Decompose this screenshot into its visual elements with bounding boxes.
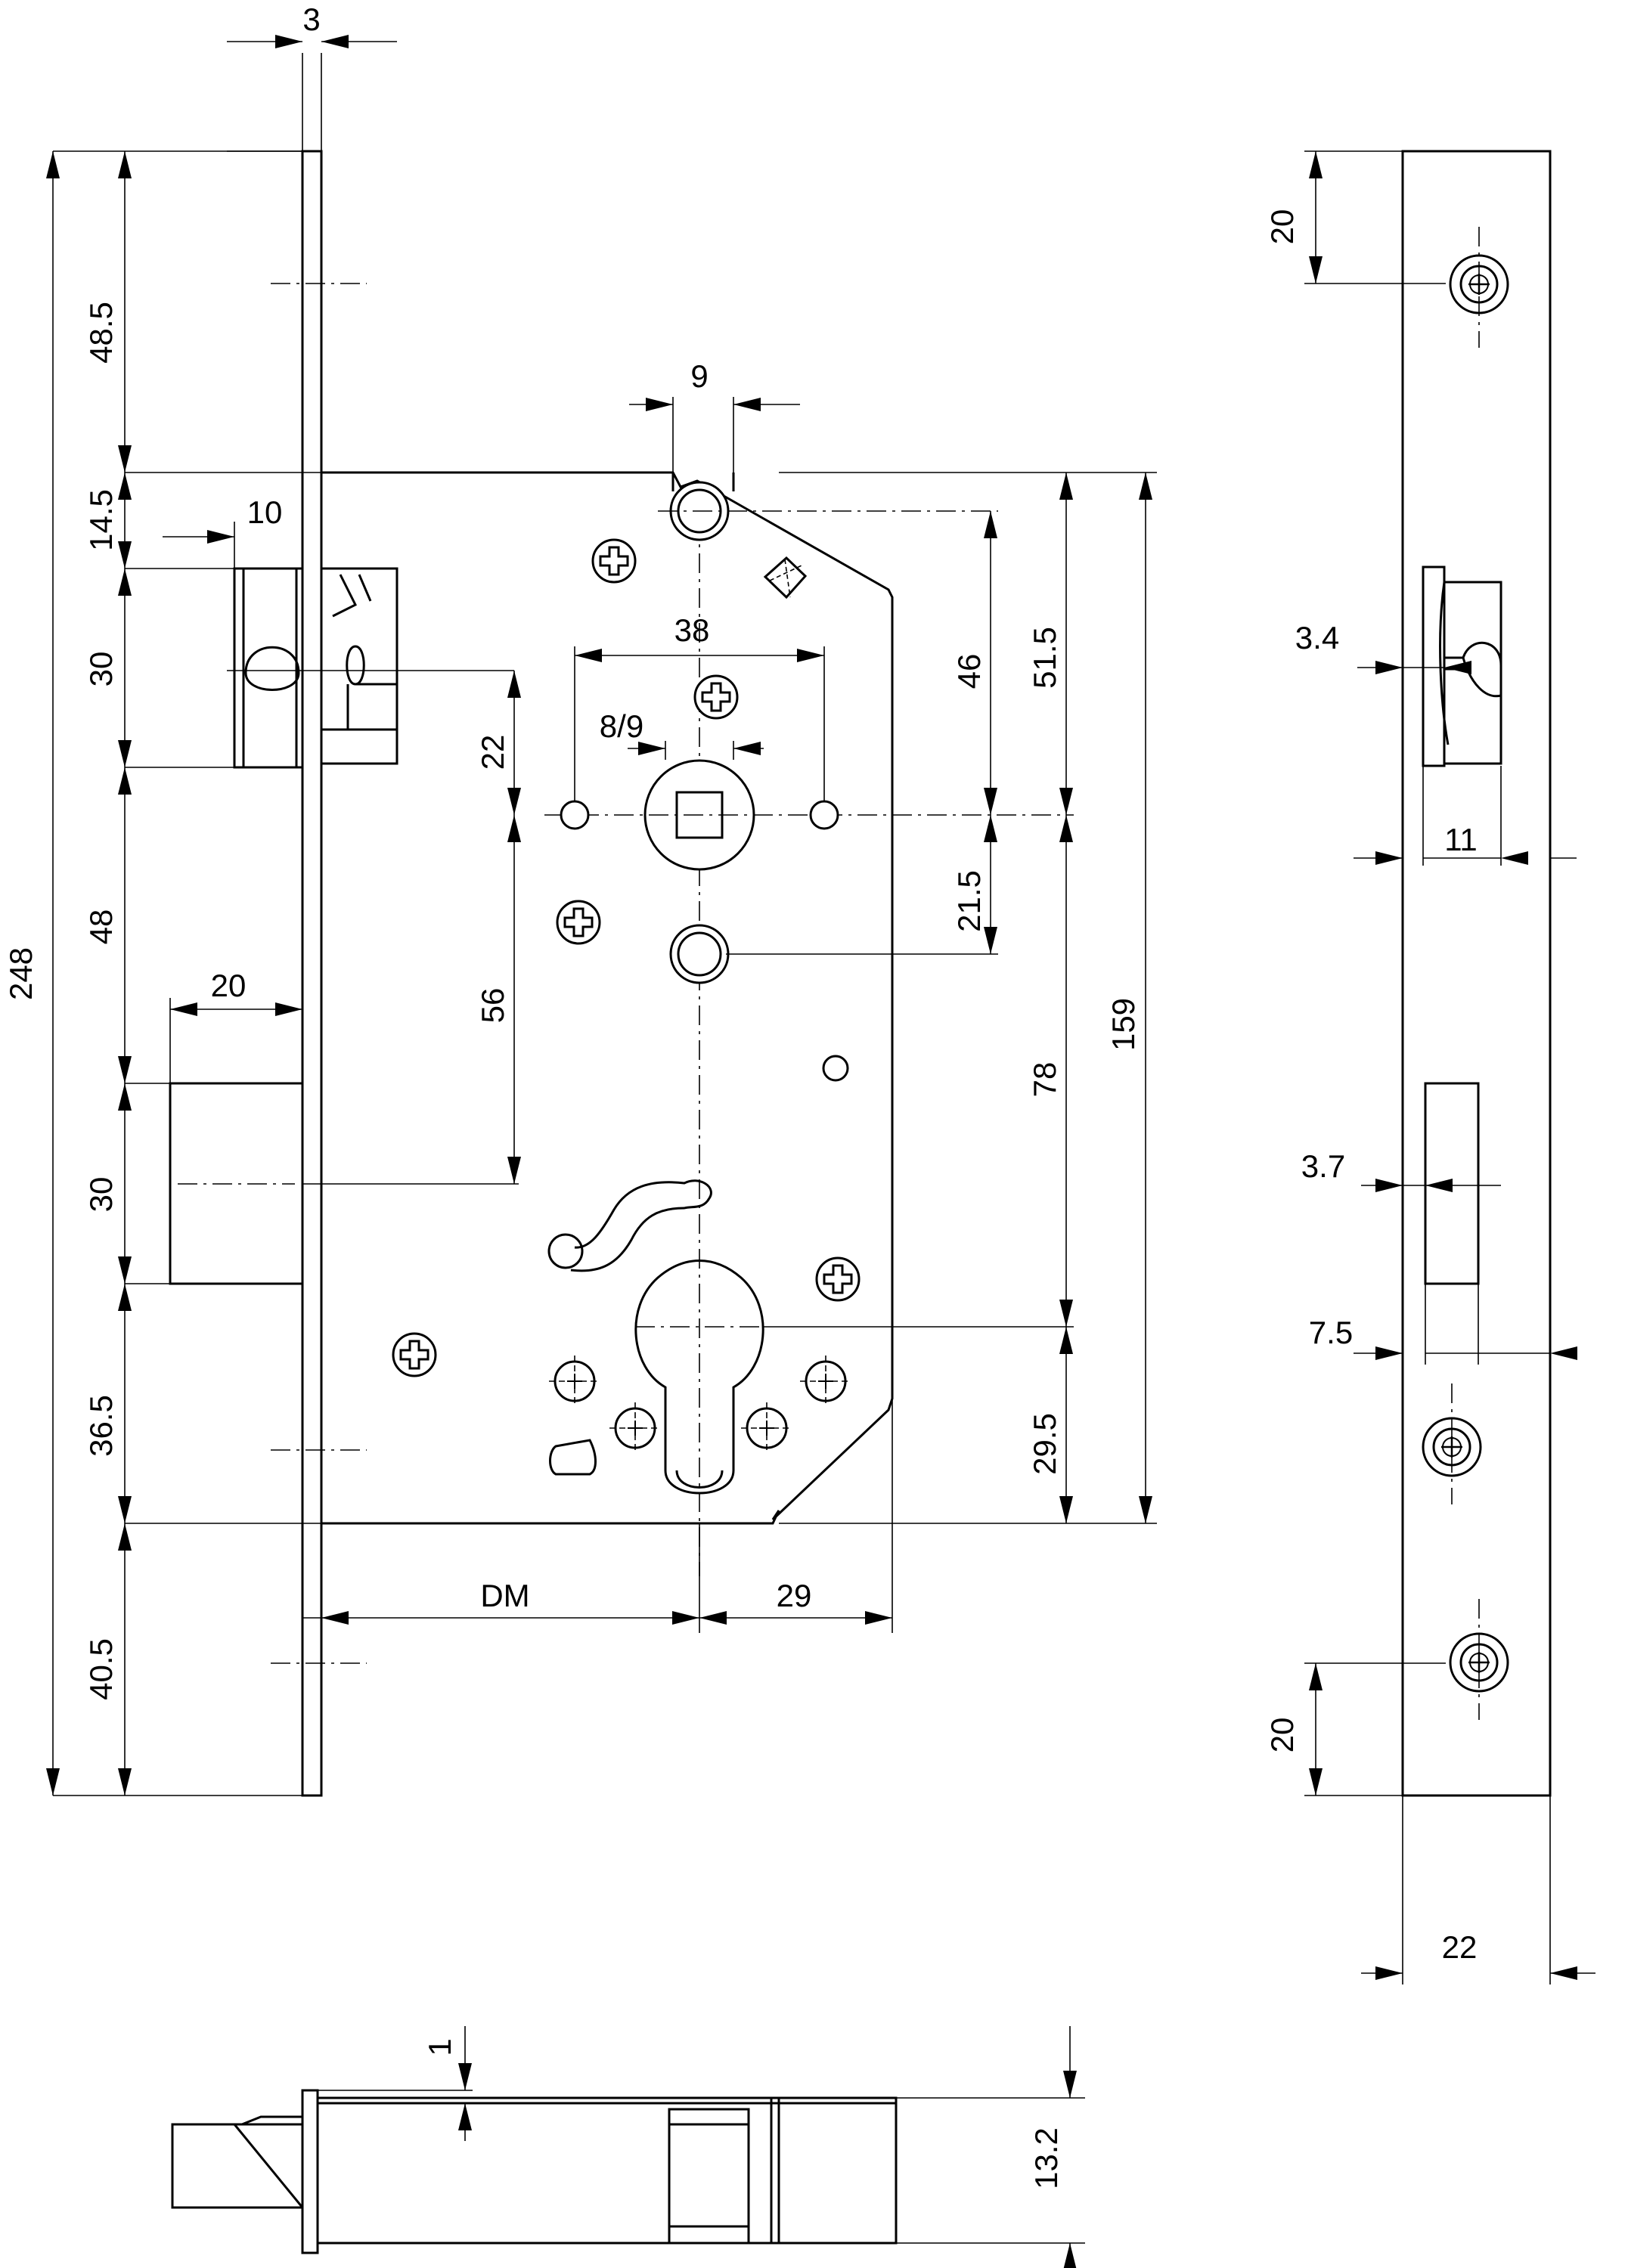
latch-bolt [233, 567, 398, 769]
dim-bolt-throw: 20 [211, 968, 247, 1003]
arrowheads [46, 35, 1152, 1796]
switch-lever [570, 1179, 712, 1272]
dim-bolt-side-width: 7.5 [1309, 1315, 1353, 1350]
top-follower-block [668, 2108, 750, 2245]
top-faceplate [301, 2089, 319, 2254]
faceplate [301, 150, 323, 1797]
dim-latch-height: 30 [83, 652, 119, 687]
screw-5 [392, 1332, 437, 1377]
dim-plate-offset: 1 [422, 2038, 457, 2056]
screw-2 [693, 674, 739, 720]
screw-4 [815, 1256, 861, 1302]
dim-forend-hole-bottom: 20 [1264, 1718, 1300, 1753]
screw-1 [591, 538, 637, 584]
dim-backset: DM [480, 1578, 529, 1613]
slot-top [671, 472, 735, 491]
cyl-hole-2 [798, 1354, 853, 1408]
dim-spindle-to-cylinder: 78 [1027, 1062, 1062, 1098]
cam-square [763, 556, 808, 600]
dim-cylinder-to-case-bottom: 29.5 [1027, 1413, 1062, 1475]
dim-holes-spacing: 38 [674, 612, 710, 648]
cyl-hole-3 [608, 1401, 662, 1455]
dim-forend-width: 22 [1442, 1929, 1478, 1965]
dim-case-height: 159 [1105, 998, 1141, 1051]
forend-view: 20 20 3.4 11 3.7 7.5 22 [1264, 150, 1595, 1984]
dim-bolt-side-offset: 3.7 [1301, 1148, 1345, 1184]
dim-latch-to-spindle: 22 [475, 735, 510, 770]
dim-latch-throw: 10 [247, 494, 283, 530]
cylinder-profile [634, 1259, 764, 1495]
dim-spindle: 8/9 [600, 708, 643, 744]
dim-faceplate-height: 248 [3, 947, 39, 1000]
side-hole-right [809, 800, 839, 830]
small-hole [822, 1055, 849, 1082]
dim-spindle-to-lower-hole: 21.5 [951, 870, 987, 932]
dim-faceplate-thickness: 3 [302, 2, 320, 37]
forend-plate [1401, 150, 1552, 1797]
screw-3 [556, 900, 601, 945]
front-view: 3 248 48.5 14.5 30 48 30 36.5 40.5 10 20… [3, 2, 1157, 1797]
forend-latch-opening [1422, 565, 1502, 767]
cyl-hole-4 [740, 1401, 794, 1455]
top-view: 1 13.2 [171, 2026, 1085, 2268]
dim-cylinder-to-back: 29 [777, 1578, 812, 1613]
cyl-hole-1 [547, 1354, 602, 1408]
dim-spindle-to-bolt: 56 [475, 988, 510, 1024]
dim-latch-side-width: 11 [1444, 822, 1478, 857]
small-knob [549, 1439, 597, 1476]
top-case [316, 2096, 898, 2245]
dim-case-bottom-to-end: 40.5 [83, 1638, 119, 1700]
dim-top-to-case: 48.5 [83, 302, 119, 364]
dim-bolt-to-case-bottom: 36.5 [83, 1395, 119, 1457]
forend-arrowheads [1309, 151, 1577, 1980]
top-latch-bevel [231, 2123, 304, 2211]
dim-slot-width: 9 [690, 358, 708, 394]
lock-case [321, 471, 894, 1525]
dim-case-top-to-spindle: 51.5 [1027, 627, 1062, 689]
dim-forend-hole-top: 20 [1264, 209, 1300, 245]
side-hole-left [560, 800, 590, 830]
dim-latch-to-bolt: 48 [83, 909, 119, 945]
dim-case-depth: 13.2 [1028, 2127, 1064, 2189]
dim-bolt-height: 30 [83, 1177, 119, 1213]
dim-latch-side-offset: 3.4 [1295, 620, 1339, 655]
dim-case-to-latch: 14.5 [83, 489, 119, 551]
dim-top-hole-to-spindle: 46 [951, 654, 987, 689]
